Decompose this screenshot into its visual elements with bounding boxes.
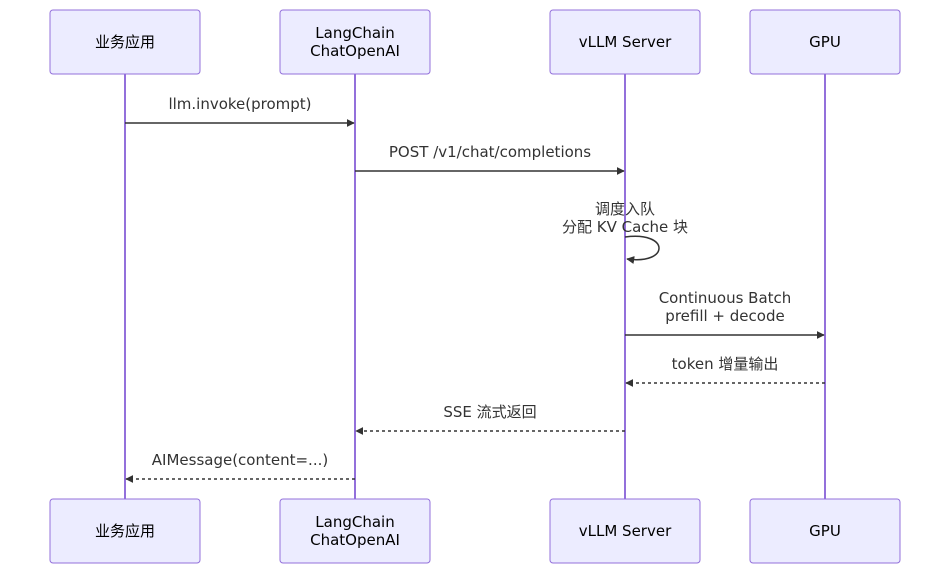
participant-label: vLLM Server xyxy=(579,33,672,51)
participant-box xyxy=(749,9,901,75)
participant-box xyxy=(49,498,201,564)
participant-label: vLLM Server xyxy=(579,522,672,540)
message-6: SSE 流式返回 xyxy=(355,403,625,435)
participant-app-bottom: 业务应用 xyxy=(49,498,201,564)
participant-box xyxy=(279,498,431,564)
message-label: token 增量输出 xyxy=(672,355,779,373)
participant-box xyxy=(279,9,431,75)
participant-box xyxy=(749,498,901,564)
message-7: AIMessage(content=...) xyxy=(125,451,355,483)
message-label: llm.invoke(prompt) xyxy=(168,95,311,113)
participant-label: ChatOpenAI xyxy=(310,42,400,60)
message-label: 分配 KV Cache 块 xyxy=(562,218,688,236)
participant-gpu-top: GPU xyxy=(749,9,901,75)
participant-app-top: 业务应用 xyxy=(49,9,201,75)
participant-label: GPU xyxy=(809,33,841,51)
participant-label: LangChain xyxy=(315,513,394,531)
participant-vllm-top: vLLM Server xyxy=(549,9,701,75)
message-label: Continuous Batch xyxy=(659,289,792,307)
message-2: POST /v1/chat/completions xyxy=(355,143,625,175)
message-label: AIMessage(content=...) xyxy=(152,451,328,469)
message-arrow xyxy=(624,235,660,264)
participant-label: GPU xyxy=(809,522,841,540)
message-label: POST /v1/chat/completions xyxy=(389,143,591,161)
participant-gpu-bottom: GPU xyxy=(749,498,901,564)
message-5: token 增量输出 xyxy=(625,355,825,387)
message-label: 调度入队 xyxy=(595,200,655,218)
participant-box xyxy=(549,498,701,564)
participant-label: ChatOpenAI xyxy=(310,531,400,549)
participant-label: LangChain xyxy=(315,24,394,42)
participant-box xyxy=(549,9,701,75)
participant-vllm-bottom: vLLM Server xyxy=(549,498,701,564)
message-label: SSE 流式返回 xyxy=(443,403,536,421)
message-label: prefill + decode xyxy=(665,307,784,325)
participant-label: 业务应用 xyxy=(95,33,155,51)
participant-box xyxy=(49,9,201,75)
participant-label: 业务应用 xyxy=(95,522,155,540)
message-1: llm.invoke(prompt) xyxy=(125,95,355,127)
